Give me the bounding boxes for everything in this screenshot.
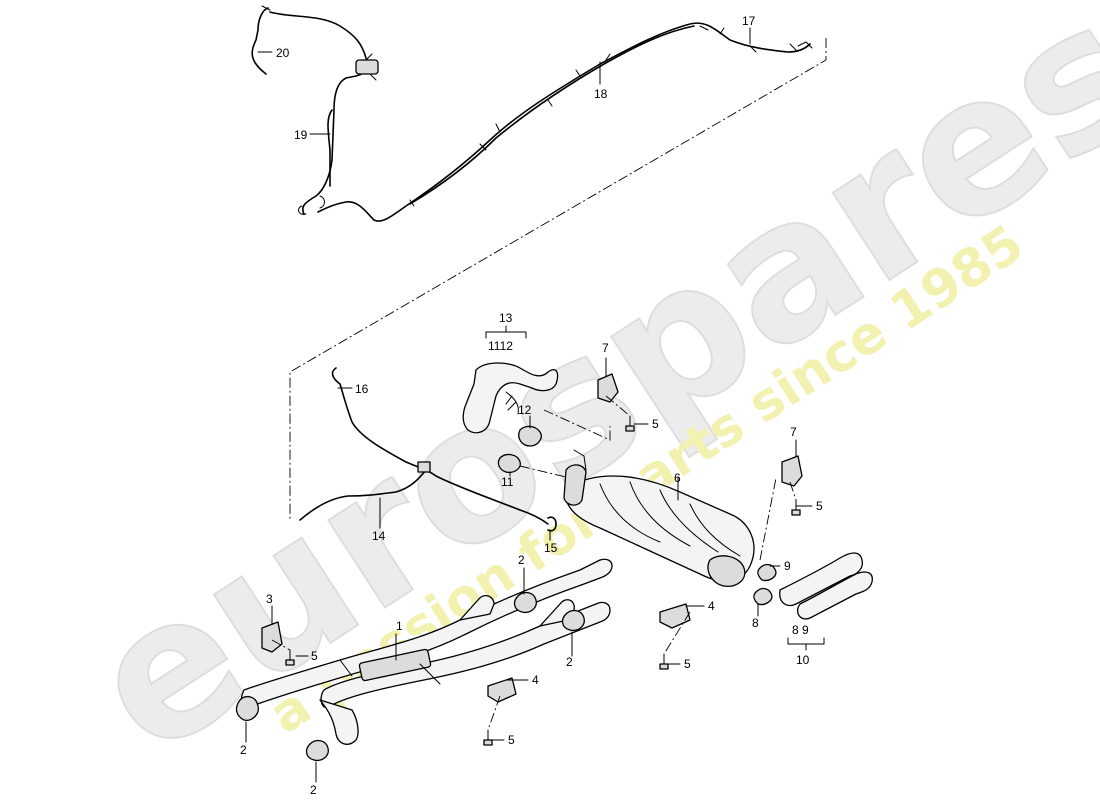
tailpipes (753, 552, 873, 620)
connector-block (355, 59, 379, 75)
callout-19: 19 (294, 128, 308, 142)
callout-14: 14 (372, 529, 386, 543)
callout-13: 13 (499, 311, 513, 325)
leader-lines (245, 27, 825, 783)
callout-8: 8 (752, 616, 759, 630)
watermark: eurospares a passion for parts since 198… (53, 0, 1100, 799)
callout-15: 15 (544, 541, 558, 555)
callout-17: 17 (742, 14, 756, 28)
callout-6: 6 (674, 471, 681, 485)
callout-5-bottom: 5 (508, 733, 515, 747)
callout-4-right: 4 (708, 599, 715, 613)
callout-11-12: 1112 (488, 339, 513, 353)
callout-8-9: 8 9 (792, 623, 809, 637)
front-pipes (462, 362, 611, 479)
callout-4-left: 4 (532, 673, 539, 687)
callout-5-upper: 5 (652, 417, 659, 431)
callout-16: 16 (355, 382, 369, 396)
callout-20: 20 (276, 46, 290, 60)
callout-10: 10 (796, 653, 810, 667)
callout-2-center: 2 (518, 553, 525, 567)
callout-5-left: 5 (311, 649, 318, 663)
callout-labels: 20 19 18 17 13 1112 16 7 12 5 7 11 6 5 1… (240, 14, 823, 797)
callout-11: 11 (501, 475, 514, 489)
callout-1: 1 (396, 619, 403, 633)
muffler (563, 449, 755, 587)
callout-5-lower-mid: 5 (684, 657, 691, 671)
callout-2-mid: 2 (566, 655, 573, 669)
callout-7-upper: 7 (602, 341, 609, 355)
callout-18: 18 (594, 87, 608, 101)
watermark-brand: eurospares (54, 0, 1100, 798)
callout-2-left: 2 (240, 743, 247, 757)
callout-12: 12 (518, 403, 532, 417)
callout-2-bottom: 2 (310, 783, 317, 797)
vapor-lines (299, 367, 557, 532)
callout-5-right: 5 (816, 499, 823, 513)
upper-fuel-lines (251, 5, 827, 520)
callout-3: 3 (266, 592, 273, 606)
callout-7-right: 7 (790, 425, 797, 439)
callout-9: 9 (784, 559, 791, 573)
